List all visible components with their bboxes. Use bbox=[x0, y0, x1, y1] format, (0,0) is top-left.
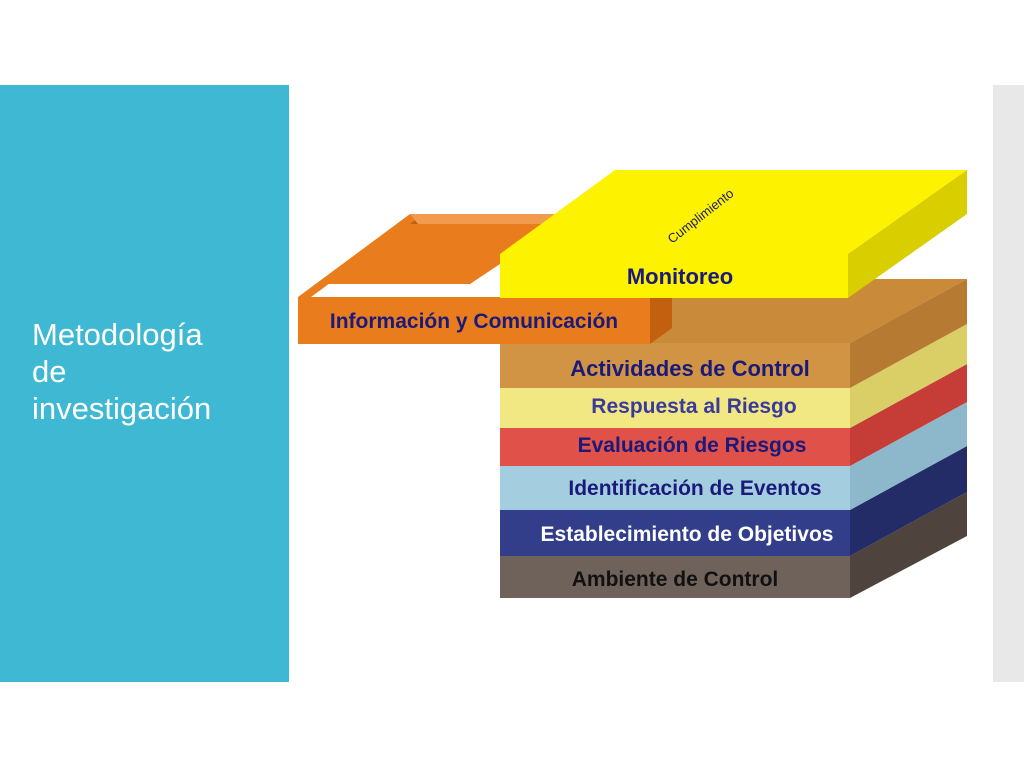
layer-front bbox=[500, 510, 850, 556]
layer-side bbox=[850, 364, 967, 466]
layer-label: Información y Comunicación bbox=[330, 310, 618, 333]
tray-floor bbox=[320, 224, 560, 284]
layer-label: Actividades de Control bbox=[570, 356, 810, 381]
layer-side bbox=[850, 402, 967, 510]
layer-front bbox=[298, 297, 650, 344]
layer-side bbox=[850, 324, 967, 428]
slide-title: Metodología de investigación bbox=[32, 317, 212, 426]
layer-label: Monitoreo bbox=[627, 264, 733, 289]
layer-front bbox=[500, 556, 850, 598]
layer-front bbox=[500, 466, 850, 510]
lid-top bbox=[500, 170, 967, 254]
layer-label: Identificación de Eventos bbox=[568, 477, 821, 500]
layer-monitoreo: Monitoreo Cumplimiento bbox=[500, 170, 967, 298]
tray-back-rim bbox=[410, 214, 566, 224]
layer-side bbox=[850, 279, 967, 388]
layer-front bbox=[500, 388, 850, 428]
layer-front bbox=[500, 343, 850, 388]
layer-ambiente-de-control: Ambiente de Control bbox=[500, 492, 967, 598]
layer-identificacion-de-eventos: Identificación de Eventos bbox=[500, 402, 967, 510]
layer-label: Respuesta al Riesgo bbox=[591, 395, 796, 418]
layer-side bbox=[850, 492, 967, 598]
layer-respuesta-al-riesgo: Respuesta al Riesgo bbox=[500, 324, 967, 428]
layer-label: Ambiente de Control bbox=[572, 568, 779, 591]
tray-left-rim bbox=[298, 214, 418, 300]
title-panel bbox=[0, 85, 289, 682]
layer-establecimiento-de-objetivos: Establecimiento de Objetivos bbox=[500, 446, 967, 556]
layer-label: Establecimiento de Objetivos bbox=[541, 523, 834, 546]
layer-evaluacion-de-riesgos: Evaluación de Riesgos bbox=[500, 364, 967, 466]
layer-front bbox=[500, 254, 848, 298]
lid-side bbox=[848, 170, 967, 298]
layer-side bbox=[850, 446, 967, 556]
layer-label: Evaluación de Riesgos bbox=[578, 434, 807, 457]
right-edge-strip bbox=[993, 85, 1024, 682]
layer-front bbox=[500, 428, 850, 466]
